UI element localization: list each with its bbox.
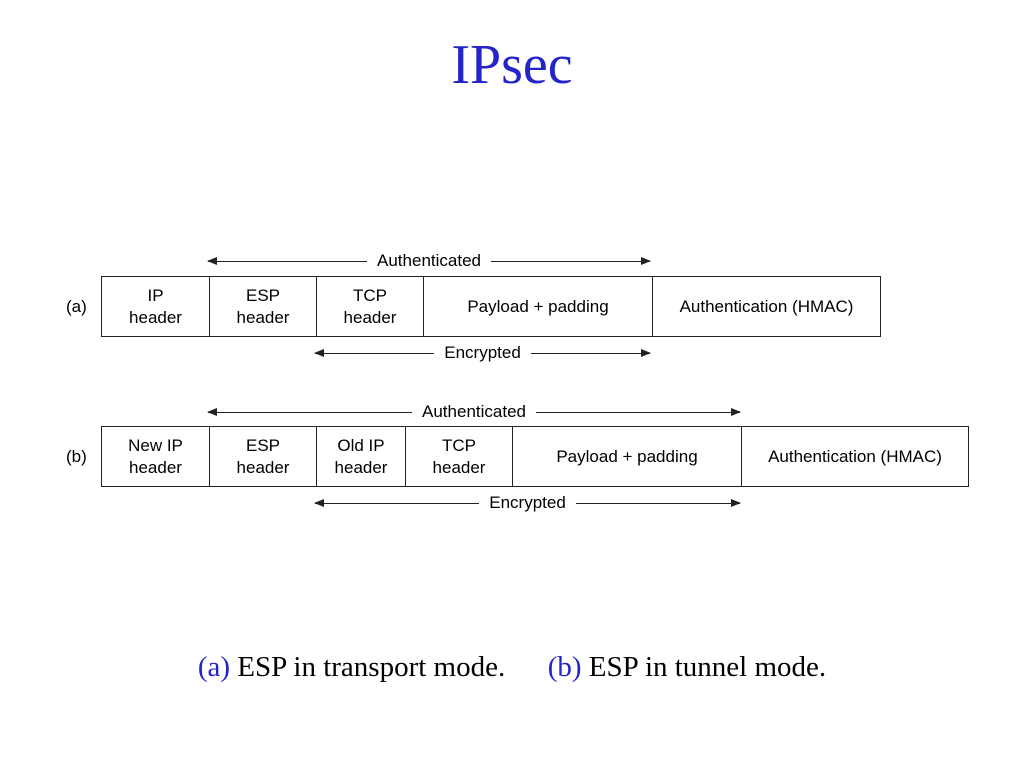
cell-esp-header: ESP header (209, 277, 316, 336)
caption-tag-b: (b) (547, 651, 582, 683)
authenticated-span-a: Authenticated (206, 251, 652, 271)
cell-authentication-hmac: Authentication (HMAC) (741, 427, 968, 486)
encrypted-arrow-right (575, 498, 742, 507)
slide-title: IPsec (451, 34, 573, 96)
cell-ip-header: IP header (129, 285, 182, 327)
encrypted-arrow-left (313, 348, 435, 357)
row-label-a: (a) (66, 297, 87, 316)
cell-old-ip-header: Old IP header (316, 427, 405, 486)
cell-payload-padding: Payload + padding (512, 427, 741, 486)
encrypted-span-a: Encrypted (313, 343, 652, 363)
encrypted-label-b: Encrypted (489, 493, 566, 512)
authenticated-arrow-right (490, 256, 652, 265)
encrypted-span-b: Encrypted (313, 493, 742, 513)
authenticated-arrow-left (206, 256, 368, 265)
packet-tunnel: New IP header ESP header Old IP header T… (101, 426, 969, 487)
encrypted-label-a: Encrypted (444, 343, 521, 362)
encrypted-arrow-right (530, 348, 652, 357)
cell-authentication-hmac: Authentication (HMAC) (652, 277, 880, 336)
figure-caption: (a) ESP in transport mode. (b) ESP in tu… (0, 648, 1024, 686)
row-label-b: (b) (66, 447, 87, 466)
authenticated-label-a: Authenticated (377, 251, 481, 270)
caption-text-b: ESP in tunnel mode. (588, 651, 827, 683)
cell-new-ip-header: New IP header (128, 435, 183, 477)
cell-payload-padding: Payload + padding (423, 277, 652, 336)
authenticated-arrow-left (206, 407, 413, 416)
cell-esp-header: ESP header (209, 427, 316, 486)
authenticated-label-b: Authenticated (422, 402, 526, 421)
packet-transport: IP header ESP header TCP header Payload … (101, 276, 881, 337)
authenticated-arrow-right (535, 407, 742, 416)
cell-tcp-header: TCP header (405, 427, 512, 486)
caption-text-a: ESP in transport mode. (237, 651, 506, 683)
authenticated-span-b: Authenticated (206, 402, 742, 422)
caption-tag-a: (a) (197, 651, 230, 683)
encrypted-arrow-left (313, 498, 480, 507)
cell-tcp-header: TCP header (316, 277, 423, 336)
